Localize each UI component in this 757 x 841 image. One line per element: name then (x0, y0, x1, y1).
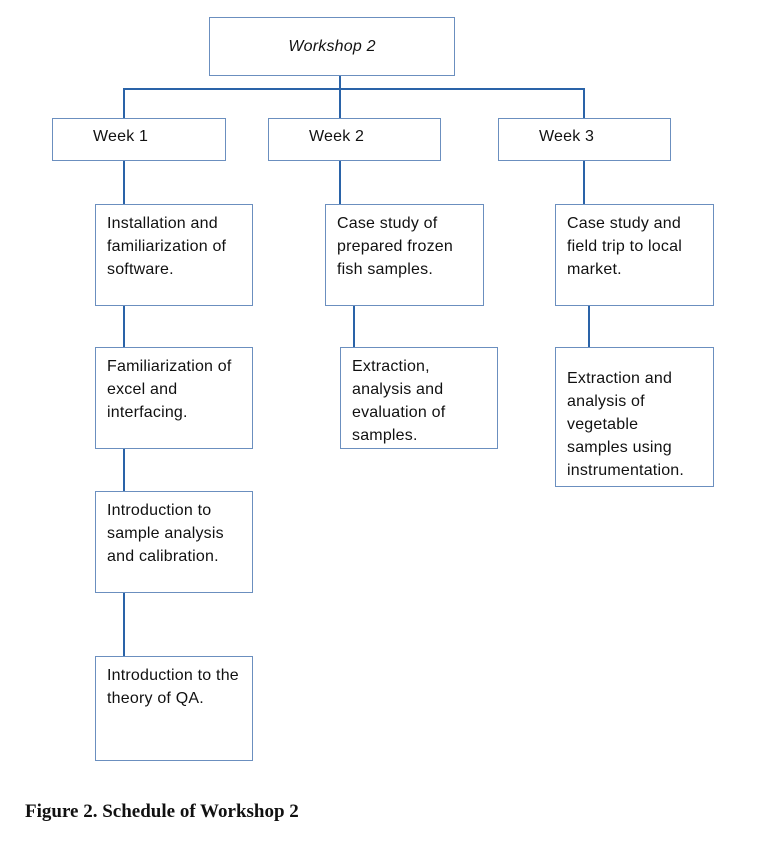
task-text: Installation and familiarization of soft… (107, 215, 227, 278)
week1-task-2: Familiarization of excel and interfacing… (95, 347, 253, 449)
connector-horizontal-bar (123, 88, 585, 90)
task-text: Extraction, analysis and evaluation of s… (352, 358, 446, 444)
week-node-label: Week 3 (539, 128, 595, 145)
task-text: Introduction to the theory of QA. (107, 667, 239, 707)
connector-w3-task1-to-task2 (588, 305, 590, 348)
week-node-label: Week 1 (93, 128, 149, 145)
connector-w2-task1-to-task2 (353, 305, 355, 348)
week3-task-2: Extraction and analysis of vegetable sam… (555, 347, 714, 487)
task-text: Case study of prepared frozen fish sampl… (337, 215, 453, 278)
task-text: Familiarization of excel and interfacing… (107, 358, 232, 421)
week-node-2: Week 2 (268, 118, 441, 161)
connector-week2-to-task1 (339, 160, 341, 205)
connector-week1-to-task1 (123, 160, 125, 205)
connector-root-down (339, 76, 341, 89)
week-node-1: Week 1 (52, 118, 226, 161)
connector-w1-task1-to-task2 (123, 305, 125, 347)
figure-caption: Figure 2. Schedule of Workshop 2 (25, 801, 299, 822)
connector-week3-to-task1 (583, 160, 585, 205)
connector-week3-drop (583, 88, 585, 118)
week-node-3: Week 3 (498, 118, 671, 161)
week3-task-1: Case study and field trip to local marke… (555, 204, 714, 306)
week2-task-1: Case study of prepared frozen fish sampl… (325, 204, 484, 306)
task-text: Extraction and analysis of vegetable sam… (567, 370, 685, 479)
week-node-label: Week 2 (309, 128, 365, 145)
week1-task-4: Introduction to the theory of QA. (95, 656, 253, 761)
connector-week2-drop (339, 88, 341, 118)
task-text: Case study and field trip to local marke… (567, 215, 682, 278)
connector-week1-drop (123, 88, 125, 118)
week2-task-2: Extraction, analysis and evaluation of s… (340, 347, 498, 449)
root-node-label: Workshop 2 (288, 38, 376, 55)
root-node-workshop: Workshop 2 (209, 17, 455, 76)
week1-task-3: Introduction to sample analysis and cali… (95, 491, 253, 593)
week1-task-1: Installation and familiarization of soft… (95, 204, 253, 306)
connector-w1-task2-to-task3 (123, 448, 125, 491)
connector-w1-task3-to-task4 (123, 592, 125, 656)
task-text: Introduction to sample analysis and cali… (107, 502, 224, 565)
